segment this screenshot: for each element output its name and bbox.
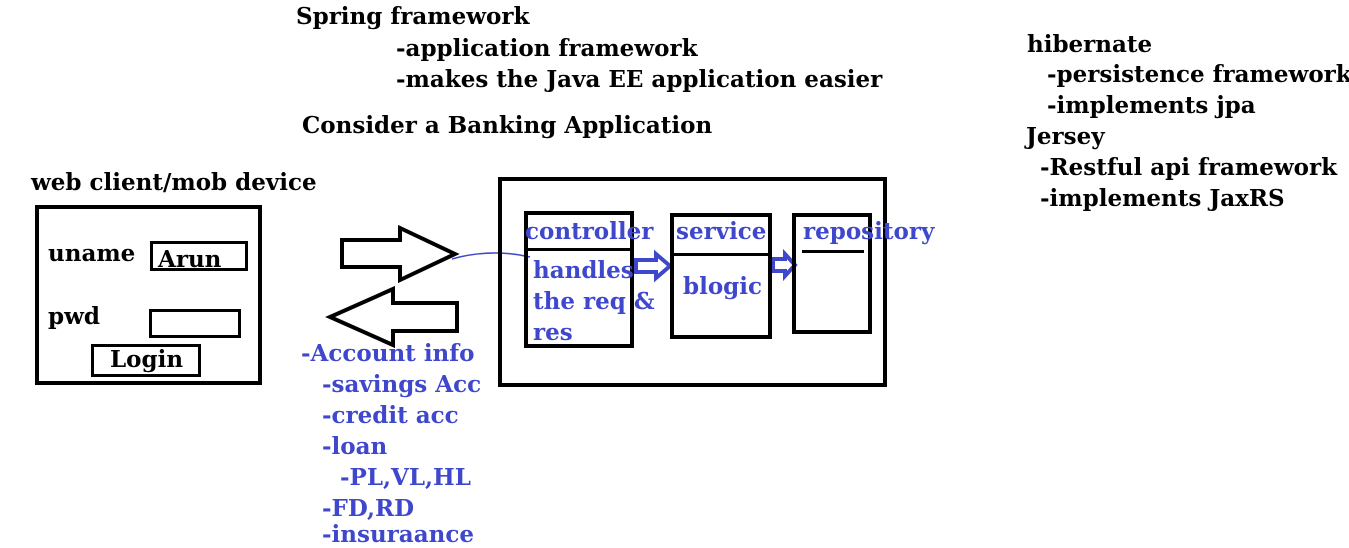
hibernate-point-1: -persistence framework [1047, 61, 1349, 88]
account-title: -Account info [301, 340, 475, 367]
response-arrow [325, 285, 459, 349]
repository-box [792, 213, 872, 334]
controller-divider [526, 248, 632, 251]
uname-input[interactable] [150, 241, 248, 271]
account-item-insurance: -insuraance [322, 521, 474, 548]
hibernate-title: hibernate [1027, 31, 1153, 58]
repository-title: repository [803, 218, 935, 245]
login-label: Login [110, 346, 184, 373]
controller-desc-line-1: handles [533, 257, 634, 284]
pwd-label: pwd [48, 303, 100, 330]
jersey-point-1: -Restful api framework [1040, 154, 1338, 181]
jersey-point-2: -implements JaxRS [1040, 185, 1285, 212]
service-desc: blogic [683, 273, 762, 300]
service-to-repository-arrow [771, 248, 798, 282]
account-loan-types: -PL,VL,HL [340, 464, 471, 491]
account-item-loan: -loan [322, 433, 388, 460]
request-arrow [340, 224, 460, 284]
controller-desc-line-3: res [533, 319, 573, 346]
controller-to-service-arrow [634, 249, 674, 283]
banking-title: Consider a Banking Application [302, 112, 713, 139]
repository-divider [802, 250, 864, 253]
uname-label: uname [48, 240, 136, 267]
client-form-box [35, 205, 262, 385]
account-item-savings: -savings Acc [322, 371, 482, 398]
server-app-box [498, 177, 887, 387]
controller-desc-line-2: the req & [533, 288, 655, 315]
login-button[interactable] [91, 344, 201, 377]
uname-value: Arun [158, 246, 222, 273]
jersey-title: Jersey [1026, 123, 1105, 150]
controller-box [524, 211, 634, 348]
spring-point-1: -application framework [396, 35, 698, 62]
controller-title: controller [525, 218, 654, 245]
service-divider [674, 253, 768, 256]
account-item-fd-rd: -FD,RD [322, 495, 415, 522]
service-title: service [676, 218, 767, 245]
client-caption: web client/mob device [31, 169, 317, 196]
spring-title: Spring framework [296, 3, 530, 30]
hibernate-point-2: -implements jpa [1047, 92, 1256, 119]
pwd-input[interactable] [149, 309, 241, 338]
request-connector-line [451, 252, 531, 260]
account-item-credit: -credit acc [322, 402, 459, 429]
service-box [670, 213, 772, 339]
spring-point-2: -makes the Java EE application easier [396, 66, 883, 93]
